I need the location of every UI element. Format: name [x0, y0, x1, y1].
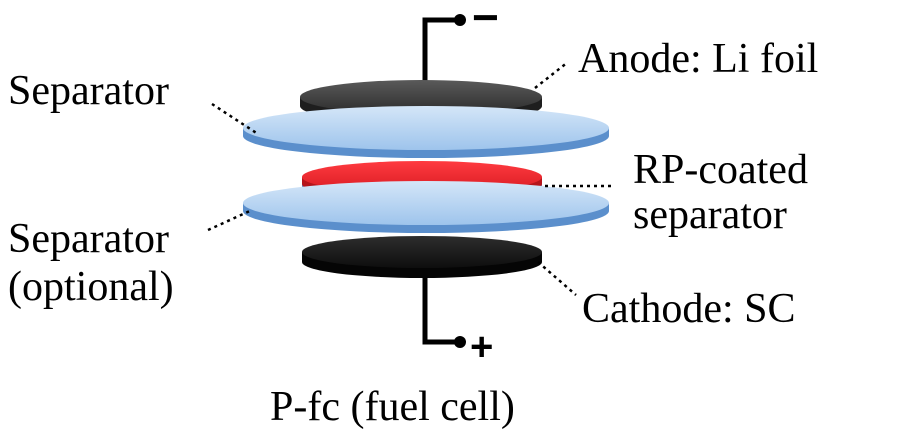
negative-terminal: − [422, 0, 499, 108]
positive-sign: + [470, 325, 493, 369]
separator-top-label: Separator [8, 68, 169, 114]
negative-wire [422, 17, 458, 108]
cathode-label: Cathode: SC [582, 286, 796, 332]
positive-terminal: + [422, 278, 493, 369]
separator-bottom-leader [207, 208, 253, 232]
separator-bottom-label-line1: Separator [8, 216, 169, 262]
separator-top-leader [211, 102, 259, 136]
negative-terminal-dot [454, 14, 466, 26]
positive-terminal-dot [454, 336, 466, 348]
rp-coated-label-line2: separator [633, 192, 787, 238]
positive-wire [422, 278, 458, 345]
separator-bottom-disc [243, 181, 609, 233]
rp-coated-label-line1: RP-coated [633, 147, 808, 193]
anode-label: Anode: Li foil [578, 36, 818, 82]
separator-top-disc [243, 106, 609, 158]
cathode-leader [537, 261, 577, 296]
anode-leader [534, 61, 569, 89]
separator-bottom-label-line2: (optional) [8, 264, 174, 310]
cathode-disc [302, 236, 542, 278]
diagram-caption: P-fc (fuel cell) [270, 384, 515, 430]
negative-sign: − [472, 0, 499, 43]
